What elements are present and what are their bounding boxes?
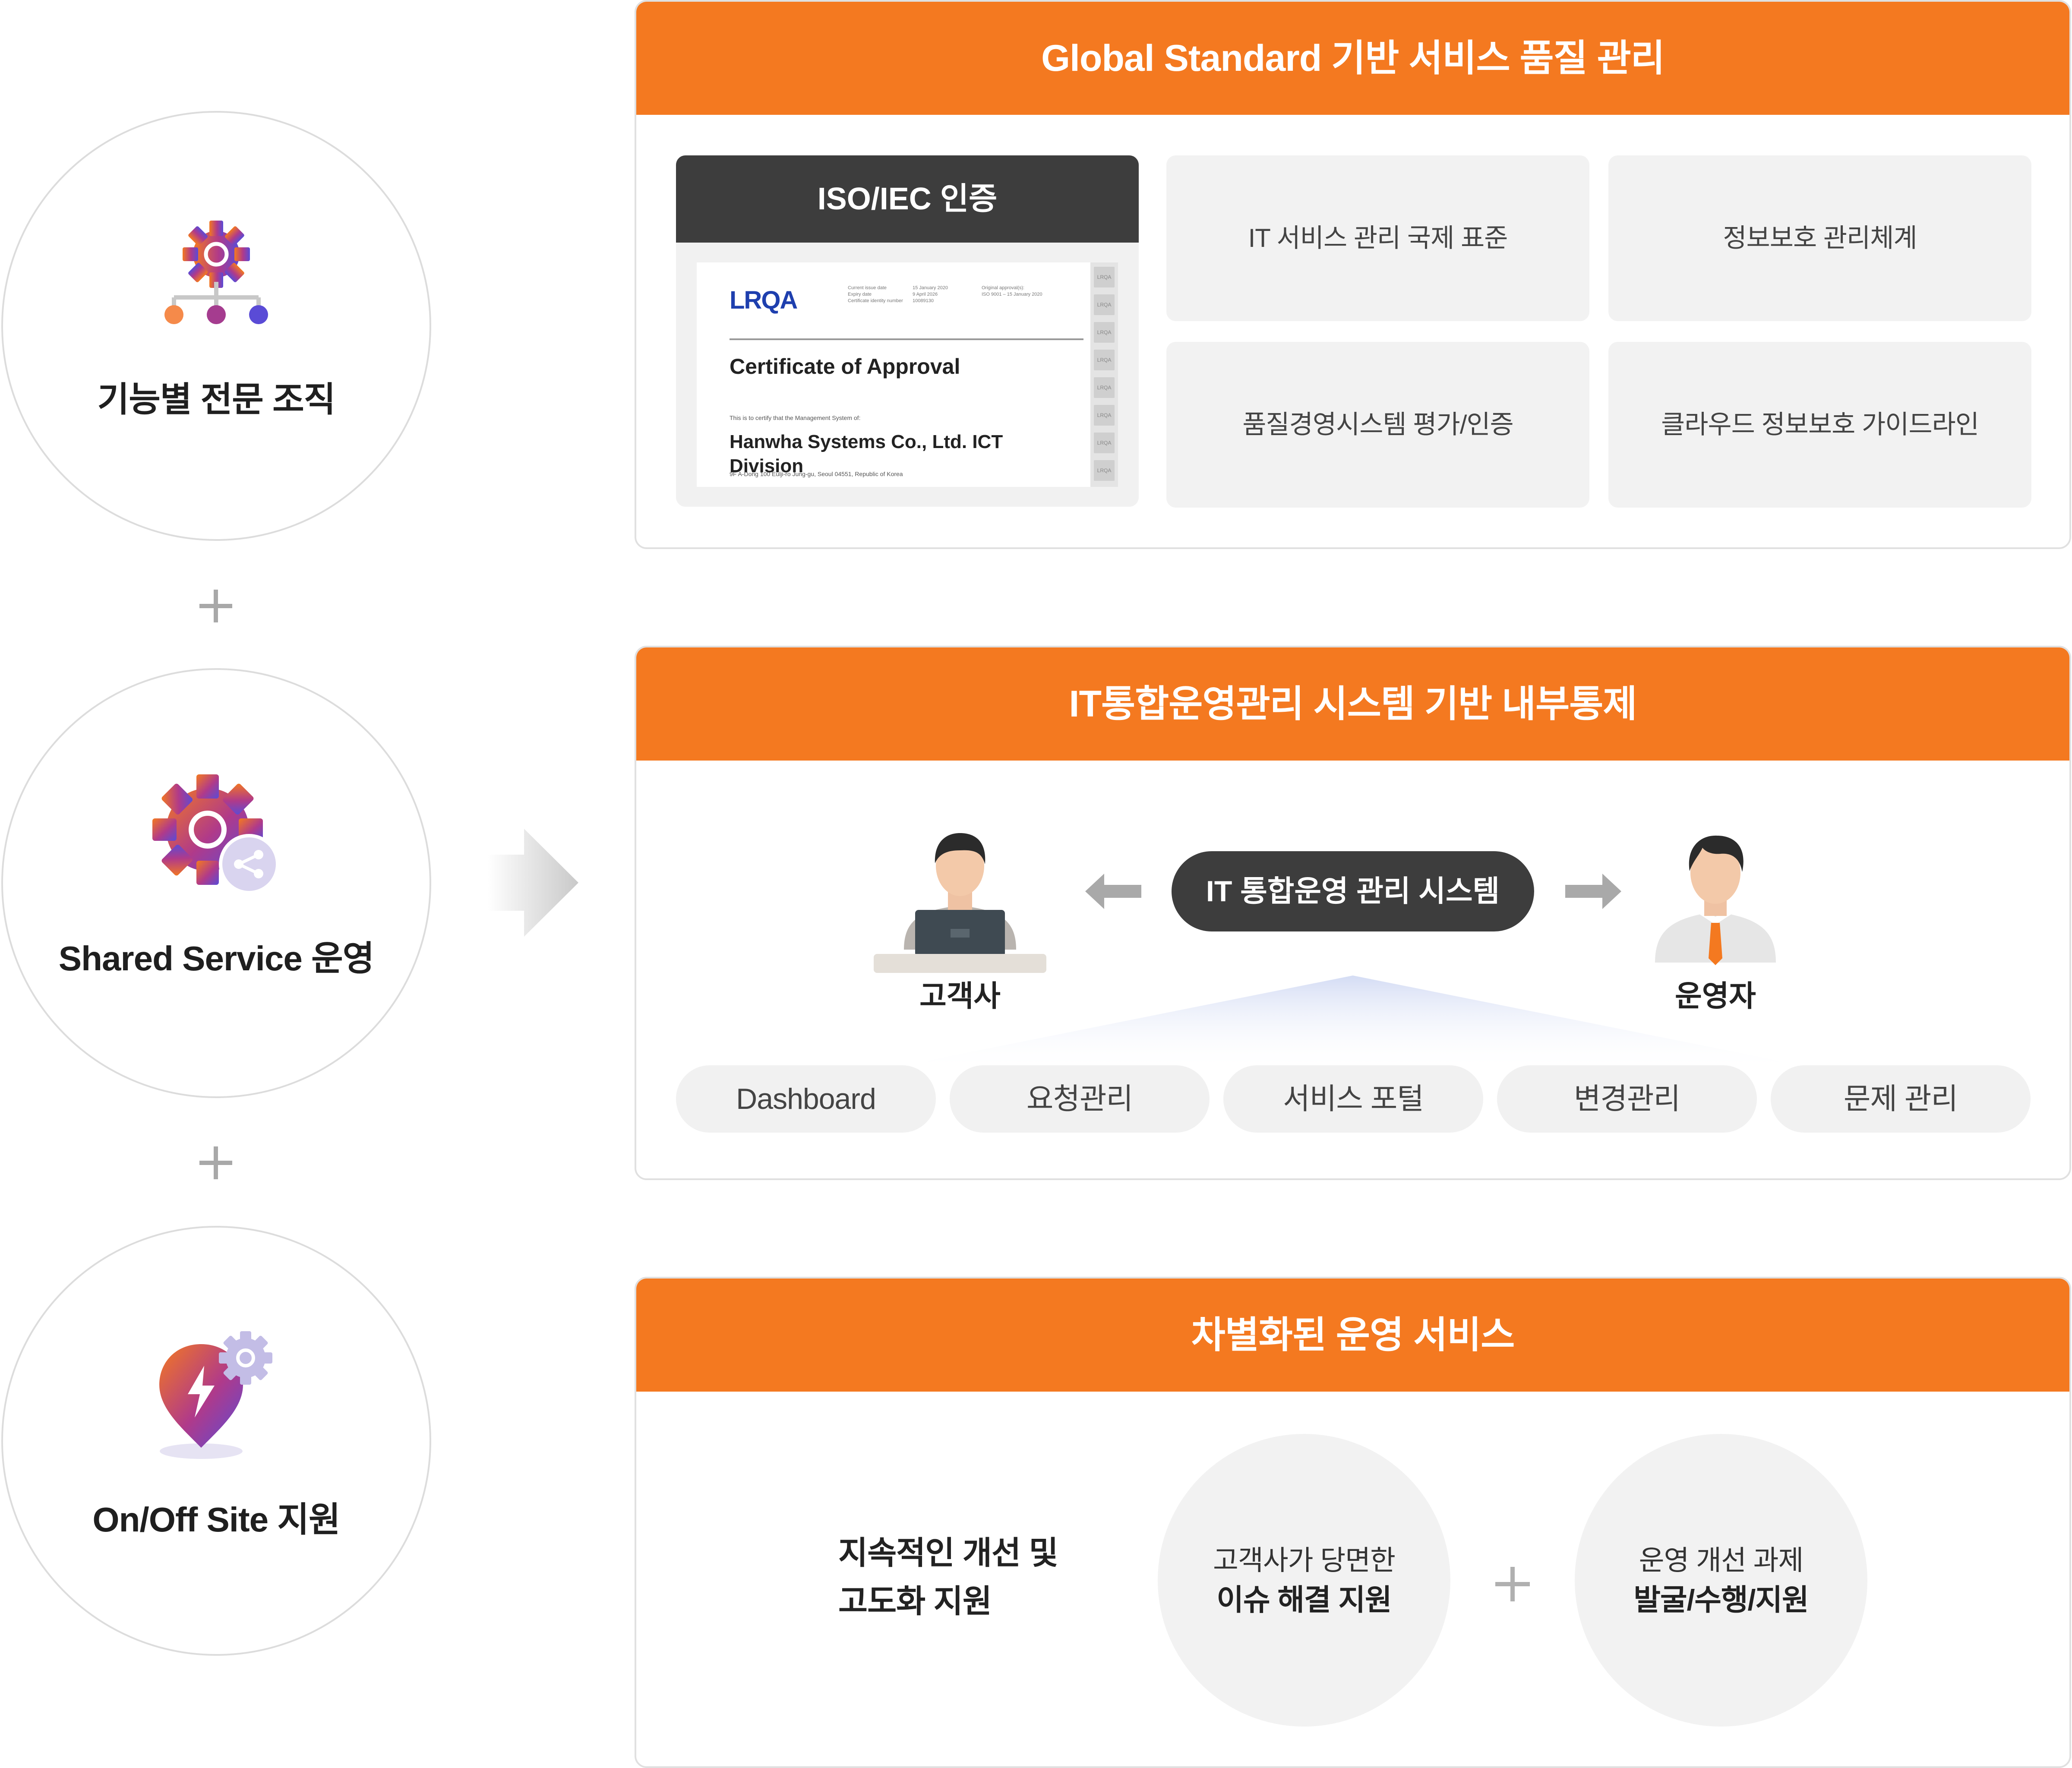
spread-graphic bbox=[878, 976, 1828, 1070]
customer-label: 고객사 bbox=[919, 980, 1001, 1013]
quality-panel: Global Standard 기반 서비스 품질 관리 ISO/IEC 인증 … bbox=[635, 0, 2071, 549]
iso-heading: ISO/IEC 인증 bbox=[676, 155, 1139, 243]
cert-meta: 15 January 2020 9 April 2026 10089130 bbox=[913, 285, 948, 303]
strip-logo: LRQA bbox=[1094, 294, 1115, 315]
arrow-right-icon bbox=[1565, 874, 1621, 909]
cert-strip: LRQA LRQA LRQA LRQA LRQA LRQA LRQA LRQA bbox=[1090, 262, 1118, 487]
it-system-pill: IT 통합운영 관리 시스템 bbox=[1172, 851, 1534, 931]
shared-label: Shared Service 운영 bbox=[58, 939, 375, 978]
arrow-left-icon bbox=[1085, 874, 1141, 909]
lead-line: 지속적인 개선 및 bbox=[838, 1535, 1058, 1571]
cert-meta: Original approval(s): ISO 9001 – 15 Janu… bbox=[982, 285, 1042, 297]
module-portal[interactable]: 서비스 포털 bbox=[1223, 1065, 1483, 1133]
cert-statement: This is to certify that the Management S… bbox=[730, 414, 861, 421]
org-label: 기능별 전문 조직 bbox=[97, 380, 336, 419]
location-gear-icon bbox=[159, 1331, 272, 1459]
strip-logo: LRQA bbox=[1094, 460, 1115, 481]
control-panel-title: IT통합운영관리 시스템 기반 내부통제 bbox=[636, 647, 2069, 761]
improvement-lead: 지속적인 개선 및 고도화 지원 bbox=[838, 1529, 1058, 1626]
onoff-label: On/Off Site 지원 bbox=[92, 1500, 340, 1539]
org-gear-icon bbox=[164, 221, 268, 324]
circle-line: 고객사가 당면한 bbox=[1213, 1545, 1396, 1576]
strip-logo: LRQA bbox=[1094, 405, 1115, 426]
strip-logo: LRQA bbox=[1094, 350, 1115, 370]
improvement-task-circle: 운영 개선 과제 발굴/수행/지원 bbox=[1575, 1434, 1867, 1727]
quality-panel-title: Global Standard 기반 서비스 품질 관리 bbox=[636, 2, 2069, 115]
lrqa-logo: LRQA bbox=[730, 286, 798, 314]
standard-item: 클라우드 정보보호 가이드라인 bbox=[1608, 342, 2031, 508]
module-change[interactable]: 변경관리 bbox=[1497, 1065, 1757, 1133]
plus-icon bbox=[199, 1146, 232, 1179]
cert-address: 9F A-Dong 100 Eulji-ro Jung-gu, Seoul 04… bbox=[730, 470, 903, 477]
operator-label: 운영자 bbox=[1675, 980, 1756, 1013]
shared-circle: Shared Service 운영 bbox=[1, 668, 431, 1098]
cert-title: Certificate of Approval bbox=[730, 354, 960, 379]
strip-logo: LRQA bbox=[1094, 433, 1115, 453]
lead-line: 고도화 지원 bbox=[838, 1583, 992, 1619]
operator-person-icon bbox=[1655, 835, 1776, 965]
org-circle: 기능별 전문 조직 bbox=[1, 111, 431, 541]
service-panel: 차별화된 운영 서비스 지속적인 개선 및 고도화 지원 고객사가 당면한 이슈… bbox=[635, 1277, 2071, 1768]
strip-logo: LRQA bbox=[1094, 377, 1115, 398]
iso-card: ISO/IEC 인증 LRQA Current issue date Expir… bbox=[676, 155, 1139, 507]
certificate-image: LRQA Current issue date Expiry date Cert… bbox=[697, 262, 1118, 487]
module-problem[interactable]: 문제 관리 bbox=[1771, 1065, 2031, 1133]
shared-gear-icon bbox=[152, 774, 279, 894]
standard-item: 품질경영시스템 평가/인증 bbox=[1166, 342, 1589, 508]
circle-line: 운영 개선 과제 bbox=[1639, 1545, 1804, 1576]
standard-item: 정보보호 관리체계 bbox=[1608, 155, 2031, 321]
customer-person-icon bbox=[874, 833, 1046, 973]
cert-company: Hanwha Systems Co., Ltd. ICT Division bbox=[730, 431, 1003, 477]
cert-meta: Current issue date Expiry date Certifica… bbox=[848, 285, 903, 303]
right-arrow-icon bbox=[488, 829, 578, 937]
control-panel: IT통합운영관리 시스템 기반 내부통제 고객사 IT 통합운영 관리 시스템 … bbox=[635, 646, 2071, 1180]
issue-support-circle: 고객사가 당면한 이슈 해결 지원 bbox=[1158, 1434, 1450, 1727]
service-panel-title: 차별화된 운영 서비스 bbox=[636, 1279, 2069, 1392]
circle-line: 발굴/수행/지원 bbox=[1633, 1584, 1809, 1616]
plus-icon bbox=[1495, 1567, 1530, 1601]
onoff-circle: On/Off Site 지원 bbox=[1, 1226, 431, 1656]
divider bbox=[730, 338, 1083, 340]
module-dashboard[interactable]: Dashboard bbox=[676, 1065, 936, 1133]
strip-logo: LRQA bbox=[1094, 267, 1115, 287]
standard-item: IT 서비스 관리 국제 표준 bbox=[1166, 155, 1589, 321]
strip-logo: LRQA bbox=[1094, 322, 1115, 343]
plus-icon bbox=[199, 590, 232, 622]
module-request[interactable]: 요청관리 bbox=[950, 1065, 1210, 1133]
circle-line: 이슈 해결 지원 bbox=[1216, 1584, 1392, 1616]
